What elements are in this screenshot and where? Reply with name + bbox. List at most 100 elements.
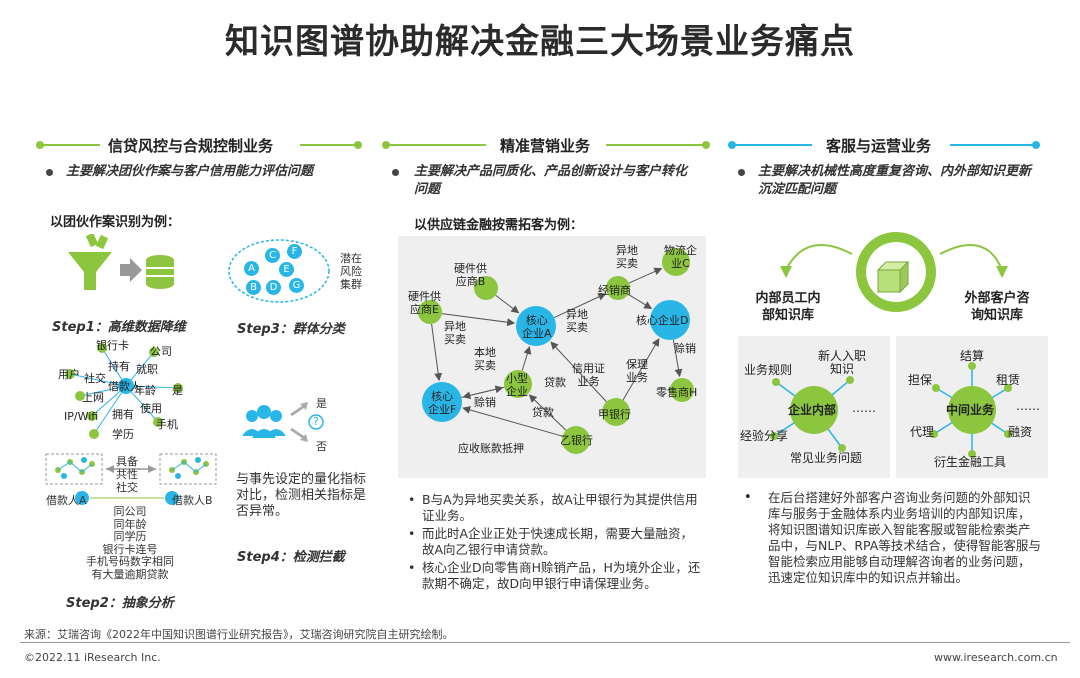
borrower-a-label: 借款人A	[46, 494, 87, 507]
node-core-f: 核心 企业F	[428, 390, 457, 416]
col2-example: 以供应链金融按需拓客为例：	[414, 218, 584, 233]
cluster-label: 潜在 风险 集群	[340, 252, 362, 291]
common-traits: 同公司 同年龄 同学历 银行卡连号 手机号码数字相同 有大量逾期贷款	[60, 505, 200, 581]
edge-factoring: 保理 业务	[626, 358, 648, 384]
internal-item: ……	[852, 401, 876, 415]
star-node-label: 社交	[84, 372, 106, 385]
col1-bullet-text: 主要解决团伙作案与客户信用能力评估问题	[66, 164, 314, 179]
edge-remote-trade-1: 异地 买卖	[616, 244, 638, 270]
step2-label: Step2：抽象分析	[66, 596, 174, 611]
col2-point-1: B与A为异地买卖关系，故A让甲银行为其提供信用证业务。	[404, 492, 704, 524]
trait-6: 有大量逾期贷款	[91, 567, 169, 581]
edge-credit-sale-2: 赊销	[474, 396, 496, 409]
col3-heading: 客服与运营业务	[826, 137, 932, 155]
cluster-node-d: D	[266, 280, 281, 295]
col2-bullet: 主要解决产品同质化、产品创新设计与客户转化问题	[392, 163, 692, 199]
star-node-label: 公司	[150, 345, 172, 358]
detect-yes-label: 是	[316, 397, 327, 410]
node-hardware-e: 硬件供 应商E	[408, 290, 441, 316]
col2-point-2: 而此时A企业正处于快速成长期，需要大量融资，故A向乙银行申请贷款。	[404, 526, 704, 558]
trait-1: 同公司	[113, 505, 147, 518]
detect-text: 与事先设定的量化指标对比，检测相关指标是否异常。	[236, 472, 367, 519]
cluster-node-e: E	[279, 262, 294, 277]
step4-label: Step4：检测拦截	[237, 550, 345, 565]
star-node-label: 是	[172, 384, 183, 397]
star-center-label: 借款人	[108, 380, 141, 393]
step3-label: Step3：群体分类	[237, 322, 345, 337]
external-item: 衍生金融工具	[934, 455, 1007, 469]
external-item: ……	[1016, 399, 1040, 413]
edge-local-trade: 本地 买卖	[474, 346, 496, 372]
cluster-node-c: C	[265, 248, 280, 263]
edge-loan-2: 贷款	[532, 406, 554, 419]
col1-example: 以团伙作案识别为例：	[50, 215, 181, 230]
external-item: 担保	[908, 373, 933, 387]
trait-2: 同年龄	[113, 517, 147, 531]
bullet-dot	[392, 169, 399, 176]
borrower-star-network	[65, 343, 183, 439]
borrower-nodes	[75, 491, 179, 505]
star-node-label: IP/Wifi	[64, 410, 99, 423]
star-node-label: 学历	[112, 428, 134, 441]
external-center-label: 中间业务	[946, 403, 995, 417]
col2-heading: 精准营销业务	[500, 137, 591, 155]
copyright: ©2022.11 iResearch Inc.	[24, 651, 161, 664]
col2-points-list: B与A为异地买卖关系，故A让甲银行为其提供信用证业务。 而此时A企业正处于快速成…	[404, 492, 704, 594]
compare-mid-3: 社交	[116, 481, 138, 494]
col2-point-3: 核心企业D向零售商H赊销产品，H为境外企业，还款期不确定，故D向甲银行申请保理业…	[404, 560, 704, 592]
cluster-node-f: F	[287, 244, 302, 259]
kb-graphs	[770, 362, 1012, 458]
node-small-enterprise: 小型 企业	[506, 372, 528, 398]
bullet-dot	[46, 169, 53, 176]
internal-kb-title: 内部员工内 部知识库	[755, 291, 821, 323]
internal-item: 新人入职 知识	[818, 349, 867, 376]
star-node-label: 就职	[136, 363, 158, 376]
node-core-a: 核心 企业A	[522, 314, 552, 340]
bullet-dot	[738, 169, 745, 176]
external-item: 融资	[1008, 425, 1033, 439]
trait-5: 手机号码数字相同	[86, 555, 174, 568]
node-core-d: 核心企业D	[636, 314, 689, 327]
internal-item: 常见业务问题	[790, 451, 863, 465]
internal-item: 业务规则	[744, 363, 793, 377]
col1-heading: 信贷风控与合规控制业务	[108, 137, 274, 155]
bullet-dot: •	[744, 490, 752, 505]
node-logistics-c: 物流企 业C	[664, 244, 697, 270]
cluster-ellipse	[228, 239, 330, 303]
node-retailer-h: 零售商H	[656, 386, 698, 399]
col1-bullet: 主要解决团伙作案与客户信用能力评估问题	[46, 163, 336, 181]
knowledge-base-graphic	[780, 232, 1008, 312]
edge-receivables-pledge: 应收账款抵押	[458, 442, 524, 455]
col2-bullet-text: 主要解决产品同质化、产品创新设计与客户转化问题	[414, 164, 688, 197]
trait-4: 银行卡连号	[102, 542, 158, 556]
supply-chain-diagram-box	[398, 236, 706, 478]
internal-item: 经验分享	[740, 429, 789, 443]
col3-bullet: 主要解决机械性高度重复咨询、内外部知识更新沉淀匹配问题	[738, 163, 1038, 199]
cluster-node-g: G	[289, 278, 304, 293]
external-item: 代理	[910, 425, 935, 439]
people-detect-icon	[242, 402, 324, 442]
detect-no-label: 否	[316, 440, 327, 453]
step1-label: Step1：高维数据降维	[52, 320, 186, 335]
external-kb-title: 外部客户咨 询知识库	[964, 291, 1030, 323]
cluster-node-a: A	[244, 261, 259, 276]
star-node-label: 手机	[156, 418, 178, 431]
compare-mid: 具备 共性 社交	[116, 455, 138, 494]
trait-3: 同学历	[113, 530, 147, 543]
edge-credit-sale-1: 赊销	[674, 342, 696, 355]
star-node-label: 拥有	[112, 408, 134, 421]
borrower-compare-graphic	[45, 453, 217, 485]
node-bank-a: 甲银行	[598, 408, 631, 421]
col3-bullet-text: 主要解决机械性高度重复咨询、内外部知识更新沉淀匹配问题	[758, 164, 1032, 197]
compare-mid-1: 具备	[116, 455, 138, 468]
node-distributor: 经销商	[598, 284, 631, 297]
internal-center-label: 企业内部	[788, 403, 837, 417]
star-node-label: 使用	[140, 402, 162, 415]
external-item: 租赁	[996, 373, 1021, 387]
node-bank-b: 乙银行	[560, 434, 593, 447]
edge-loan-1: 贷款	[544, 376, 566, 389]
external-item: 结算	[960, 349, 985, 363]
star-node-label: 上网	[82, 391, 104, 404]
website-link[interactable]: www.iresearch.com.cn	[934, 651, 1058, 664]
borrower-b-label: 借款人B	[172, 494, 213, 507]
